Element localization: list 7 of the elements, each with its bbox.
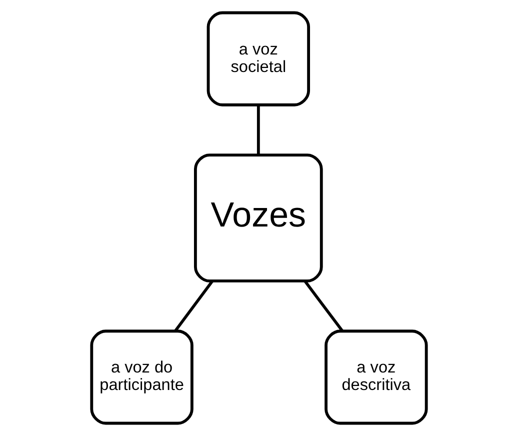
node-box: a voz societal [206,11,310,106]
node-box: a voz do participante [90,330,193,425]
connector [303,280,343,332]
node-box: a voz descritiva [324,330,428,425]
connector [174,280,213,332]
node-box: Vozes [193,154,322,282]
connector [256,104,260,155]
